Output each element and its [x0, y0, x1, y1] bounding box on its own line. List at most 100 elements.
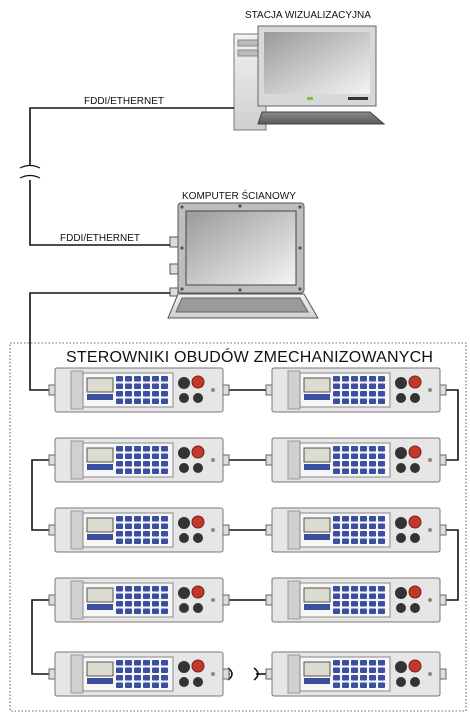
- controller-key: [369, 461, 376, 467]
- controller-key: [152, 601, 159, 607]
- controller-knob: [410, 603, 420, 613]
- controller-key: [342, 453, 349, 459]
- controller-key: [378, 446, 385, 452]
- controller-key: [369, 383, 376, 389]
- controller-key: [378, 453, 385, 459]
- controller-key: [351, 586, 358, 592]
- controller-knob: [193, 463, 203, 473]
- controller-key: [143, 667, 150, 673]
- controller-key: [116, 682, 123, 688]
- controller-key: [360, 682, 367, 688]
- controller-key: [161, 391, 168, 397]
- controller-unit: [265, 367, 447, 413]
- controller-knob: [396, 393, 406, 403]
- controller-key: [161, 516, 168, 522]
- controller-key: [342, 398, 349, 404]
- controller-key: [333, 398, 340, 404]
- controller-key: [134, 538, 141, 544]
- controller-key: [143, 461, 150, 467]
- controller-key: [161, 383, 168, 389]
- controller-knob: [193, 393, 203, 403]
- controller-key: [360, 531, 367, 537]
- controller-key: [152, 391, 159, 397]
- controller-key: [333, 461, 340, 467]
- link-break-mark: [19, 174, 41, 179]
- controller-key: [342, 523, 349, 529]
- controller-key: [360, 453, 367, 459]
- controller-display: [86, 377, 114, 393]
- controller-knob: [178, 447, 190, 459]
- controller-key: [152, 376, 159, 382]
- controller-key: [360, 391, 367, 397]
- wall-computer-icon: [167, 202, 319, 319]
- controller-key: [152, 538, 159, 544]
- controller-key: [116, 608, 123, 614]
- controller-key: [333, 660, 340, 666]
- controller-knob-red: [408, 375, 422, 389]
- controller-key: [143, 593, 150, 599]
- controllers-group-frame: [9, 342, 467, 712]
- controller-key: [143, 398, 150, 404]
- controller-loop-right: [446, 389, 459, 461]
- controller-key: [369, 660, 376, 666]
- controller-key: [351, 608, 358, 614]
- controller-key: [116, 675, 123, 681]
- controller-knob: [178, 661, 190, 673]
- controller-key: [369, 593, 376, 599]
- controller-knob: [179, 677, 189, 687]
- controller-key: [333, 383, 340, 389]
- controller-key: [378, 660, 385, 666]
- controller-key: [342, 675, 349, 681]
- controller-key: [116, 391, 123, 397]
- controller-key: [161, 675, 168, 681]
- controller-key: [333, 446, 340, 452]
- controller-knob: [178, 377, 190, 389]
- link-break-mark: [253, 667, 259, 681]
- controller-display: [303, 447, 331, 463]
- controller-key: [342, 593, 349, 599]
- controller-key: [125, 601, 132, 607]
- controller-key: [134, 516, 141, 522]
- controller-key: [134, 398, 141, 404]
- controller-knob-red: [191, 659, 205, 673]
- controllers-layer: [31, 367, 459, 697]
- controller-knob: [179, 533, 189, 543]
- controller-key: [125, 391, 132, 397]
- controller-key: [360, 660, 367, 666]
- controller-key: [360, 516, 367, 522]
- controller-key: [143, 516, 150, 522]
- controller-key: [116, 398, 123, 404]
- controller-key: [152, 667, 159, 673]
- controller-key: [152, 608, 159, 614]
- controller-knob-red: [408, 659, 422, 673]
- controller-key: [161, 601, 168, 607]
- controller-key: [351, 398, 358, 404]
- controller-knob: [396, 533, 406, 543]
- controller-knob: [178, 517, 190, 529]
- controller-key: [161, 398, 168, 404]
- controller-key: [152, 523, 159, 529]
- controller-key: [125, 383, 132, 389]
- controller-unit: [265, 507, 447, 553]
- controller-key: [351, 391, 358, 397]
- controller-key: [369, 453, 376, 459]
- controller-knob: [410, 533, 420, 543]
- controller-key: [342, 516, 349, 522]
- link-label-bottom: FDDI/ETHERNET: [60, 233, 140, 244]
- controller-key: [342, 538, 349, 544]
- controller-screw: [211, 598, 215, 602]
- controller-side-panel: [287, 440, 301, 480]
- controller-key: [342, 601, 349, 607]
- controller-key: [333, 516, 340, 522]
- controller-key: [378, 667, 385, 673]
- controller-key: [116, 667, 123, 673]
- controller-key: [342, 608, 349, 614]
- controller-knob: [179, 393, 189, 403]
- wall-computer-label: KOMPUTER ŚCIANOWY: [182, 191, 296, 202]
- controller-key: [351, 675, 358, 681]
- controller-side-panel: [287, 654, 301, 694]
- controller-knob-red: [408, 445, 422, 459]
- controller-loop-right: [446, 529, 459, 601]
- controller-key: [161, 660, 168, 666]
